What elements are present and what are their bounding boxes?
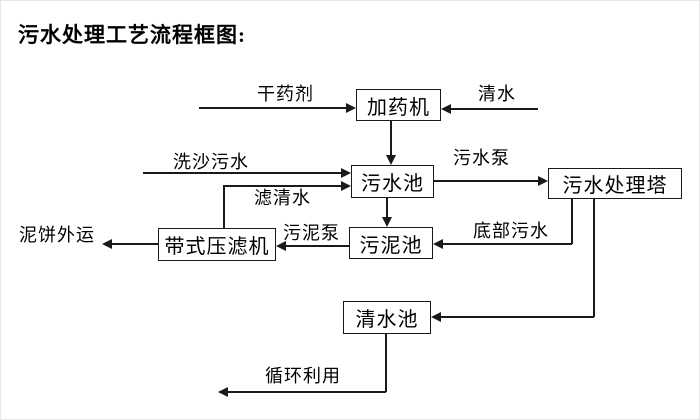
- arrowhead-sewage-to-sludge-icon: [382, 217, 392, 227]
- edge-sewage-pump-line: [434, 180, 539, 182]
- edge-recycling-vline: [385, 334, 387, 392]
- arrowhead-tower-to-clean-icon: [431, 312, 441, 322]
- edge-sludge-pump-line: [285, 245, 349, 247]
- edge-filtered-water-vline: [223, 185, 225, 228]
- label-recycling: 循环利用: [265, 366, 341, 386]
- arrowhead-sand-washing-icon: [341, 168, 351, 178]
- arrowhead-filtered-water-icon: [341, 181, 351, 191]
- edge-sand-washing-line: [143, 172, 342, 174]
- node-sewage-pool: 污水池: [351, 165, 434, 198]
- edge-tower-to-clean-vline: [593, 199, 595, 317]
- edge-dosing-to-sewage-line: [390, 121, 392, 157]
- label-bottom-sewage: 底部污水: [473, 221, 549, 241]
- edge-bottom-sewage-hline: [442, 243, 572, 245]
- arrowhead-dosing-to-sewage-icon: [386, 155, 396, 165]
- edge-recycling-hline: [227, 391, 386, 393]
- arrowhead-bottom-sewage-icon: [433, 239, 443, 249]
- edge-bottom-sewage-vline: [571, 199, 573, 244]
- label-sewage-pump: 污水泵: [453, 148, 510, 168]
- label-dry-chemical: 干药剂: [257, 84, 314, 104]
- arrowhead-dry-chemical-icon: [346, 103, 356, 113]
- arrowhead-sludge-pump-icon: [276, 241, 286, 251]
- node-dosing-machine: 加药机: [356, 89, 441, 121]
- node-clean-water-pool: 清水池: [343, 301, 431, 334]
- edge-mud-cake-line: [111, 243, 158, 245]
- edge-sewage-to-sludge-line: [386, 198, 388, 218]
- label-mud-cake-transport: 泥饼外运: [19, 225, 95, 245]
- edge-filtered-water-hline: [223, 185, 342, 187]
- arrowhead-clean-water-icon: [441, 104, 451, 114]
- node-sludge-pool: 污泥池: [349, 227, 433, 259]
- arrowhead-mud-cake-icon: [102, 239, 112, 249]
- node-belt-filter-press: 带式压滤机: [158, 228, 276, 261]
- edge-tower-to-clean-hline: [440, 316, 594, 318]
- arrowhead-recycling-icon: [218, 387, 228, 397]
- label-sludge-pump: 污泥泵: [283, 223, 340, 243]
- label-clean-water: 清水: [478, 84, 516, 104]
- node-sewage-treatment-tower: 污水处理塔: [548, 168, 682, 199]
- edge-dry-chemical-line: [199, 107, 347, 109]
- label-filtered-water: 滤清水: [254, 188, 311, 208]
- label-sand-washing-sewage: 洗沙污水: [173, 152, 249, 172]
- diagram-title: 污水处理工艺流程框图:: [18, 23, 246, 47]
- arrowhead-sewage-pump-icon: [538, 176, 548, 186]
- edge-clean-water-line: [451, 108, 538, 110]
